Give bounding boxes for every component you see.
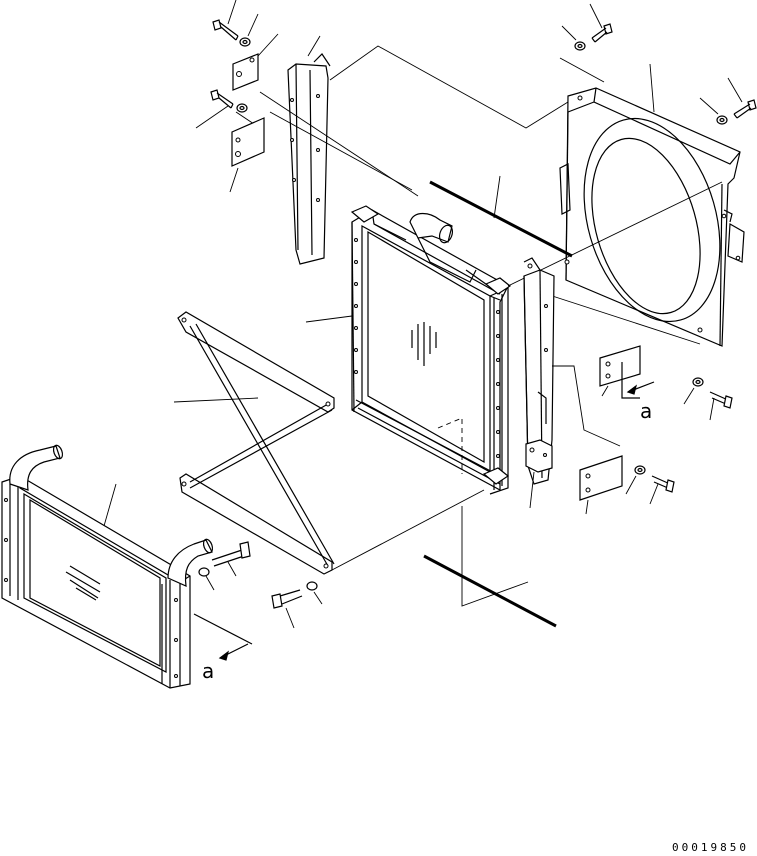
leader-line xyxy=(561,25,577,41)
leader-line xyxy=(585,499,589,515)
leader-line xyxy=(727,77,743,103)
washer-top-right-2 xyxy=(716,115,728,125)
leader-line xyxy=(257,33,279,57)
reference-line xyxy=(552,365,621,447)
view-label-a-right: a xyxy=(640,399,652,423)
leader-line xyxy=(173,397,259,403)
bolt-top-left-1 xyxy=(212,19,239,41)
reference-line xyxy=(269,111,413,191)
bolt-right-lower xyxy=(651,475,675,493)
leader-line xyxy=(461,506,529,607)
leader-line xyxy=(589,3,603,29)
leader-line xyxy=(205,575,215,591)
view-label-a-left: a xyxy=(202,659,214,683)
leader-line xyxy=(227,0,237,25)
bolt-top-right-1 xyxy=(591,23,613,43)
leader-line xyxy=(227,561,237,577)
bolt-lower-center-2 xyxy=(271,581,318,609)
reference-line xyxy=(331,489,485,571)
bolt-lower-center-1 xyxy=(198,541,251,577)
leader-line xyxy=(709,397,715,421)
right-support-bracket xyxy=(523,257,555,485)
leader-line xyxy=(625,475,637,495)
clip-bracket-right-lower xyxy=(579,455,623,501)
clip-bracket-lower xyxy=(231,117,265,167)
washer-top-left-2 xyxy=(236,103,248,113)
bolt-right-upper xyxy=(709,391,733,409)
bolt-top-right-2 xyxy=(733,99,757,119)
clip-bracket-right-upper xyxy=(599,345,641,387)
bolt-top-left-2 xyxy=(210,89,234,109)
radiator-core-main xyxy=(350,205,512,495)
leader-line xyxy=(313,591,323,605)
seal-strip-lower xyxy=(423,554,557,628)
leader-line xyxy=(305,315,353,323)
reference-line xyxy=(507,181,723,287)
washer-right-upper xyxy=(692,377,704,387)
washer-top-right-1 xyxy=(574,41,586,51)
leader-line xyxy=(601,385,609,397)
leader-line xyxy=(307,35,321,57)
aftercooler-core xyxy=(1,444,214,689)
leader-line xyxy=(683,387,695,405)
reference-line xyxy=(539,291,701,345)
fan-shroud xyxy=(559,87,745,347)
cross-brace-frame xyxy=(177,311,335,575)
leader-line xyxy=(699,97,719,115)
leader-line xyxy=(247,13,259,37)
reference-line xyxy=(329,45,569,129)
part-code: 00019850 xyxy=(672,841,749,854)
leader-line xyxy=(103,483,117,527)
clip-bracket-upper xyxy=(232,53,259,91)
leader-line xyxy=(229,167,239,193)
leader-line xyxy=(649,63,655,113)
leader-line xyxy=(649,483,659,505)
left-support-bracket xyxy=(287,53,331,265)
washer-top-left-1 xyxy=(239,37,251,47)
reference-line xyxy=(559,57,605,83)
washer-right-lower xyxy=(634,465,646,475)
leader-line xyxy=(529,471,535,509)
leader-line xyxy=(493,175,501,219)
seal-strip-upper xyxy=(429,180,573,258)
view-arrow-a-left xyxy=(193,613,253,661)
leader-line xyxy=(285,607,295,629)
leader-line xyxy=(195,105,229,129)
view-arrow-a-right xyxy=(621,362,655,399)
